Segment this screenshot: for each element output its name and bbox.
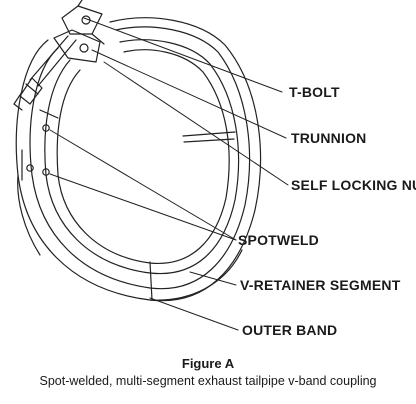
- leader-lines: [49, 17, 289, 331]
- v-retainer-drawing: [39, 39, 240, 301]
- t-bolt-drawing: [13, 35, 77, 111]
- trunnion-leader: [91, 49, 287, 139]
- label-t-bolt: T-BOLT: [289, 84, 340, 100]
- outer-band-leader: [149, 297, 239, 331]
- trunnion-drawing: [53, 0, 105, 63]
- outer-band-drawing: [15, 17, 262, 302]
- figure-title: Figure A: [181, 356, 235, 371]
- label-self-locking-nut: SELF LOCKING NUT: [291, 177, 416, 193]
- v-band-coupling-diagram: T-BOLT TRUNNION SELF LOCKING NUT SPOTWEL…: [13, 0, 416, 338]
- spotweld-leader-2: [49, 173, 237, 241]
- label-outer-band: OUTER BAND: [242, 322, 337, 338]
- figure-caption: Spot-welded, multi-segment exhaust tailp…: [39, 374, 377, 388]
- spotweld-leader-1: [49, 129, 237, 241]
- label-trunnion: TRUNNION: [291, 130, 366, 146]
- v-retainer-segment-leader: [189, 271, 237, 286]
- label-spotweld: SPOTWELD: [238, 232, 319, 248]
- self-locking-nut-leader: [103, 61, 289, 186]
- spotweld-marks: [26, 124, 50, 176]
- t-bolt-leader: [83, 17, 283, 93]
- label-v-retainer-segment: V-RETAINER SEGMENT: [240, 277, 401, 293]
